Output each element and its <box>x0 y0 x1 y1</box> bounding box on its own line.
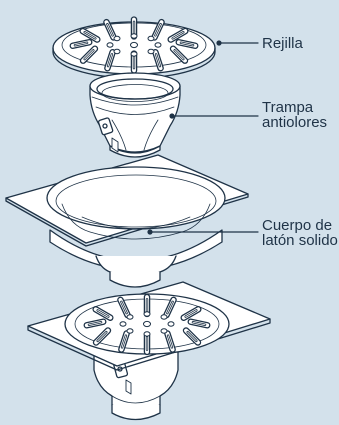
grate-part <box>52 16 216 79</box>
odour-trap-label-line1: Trampa <box>262 99 314 116</box>
odour-trap-label-line2: antiolores <box>262 114 328 131</box>
odour-trap-part <box>89 72 181 158</box>
assembled-drain <box>27 281 271 421</box>
leader-lines <box>147 40 259 235</box>
grate-label-text: Rejilla <box>262 35 303 52</box>
odour-trap-label: Trampa antiolores <box>262 100 327 130</box>
grate-label: Rejilla <box>262 36 303 51</box>
brass-body-label-line1: Cuerpo de <box>262 217 333 234</box>
grate-inner-holes <box>106 33 162 57</box>
brass-body-label: Cuerpo de latón solido <box>262 218 338 248</box>
brass-body-label-line2: latón solido <box>262 232 338 249</box>
brass-body-part <box>5 154 249 288</box>
assembled-grate-holes <box>119 311 175 337</box>
